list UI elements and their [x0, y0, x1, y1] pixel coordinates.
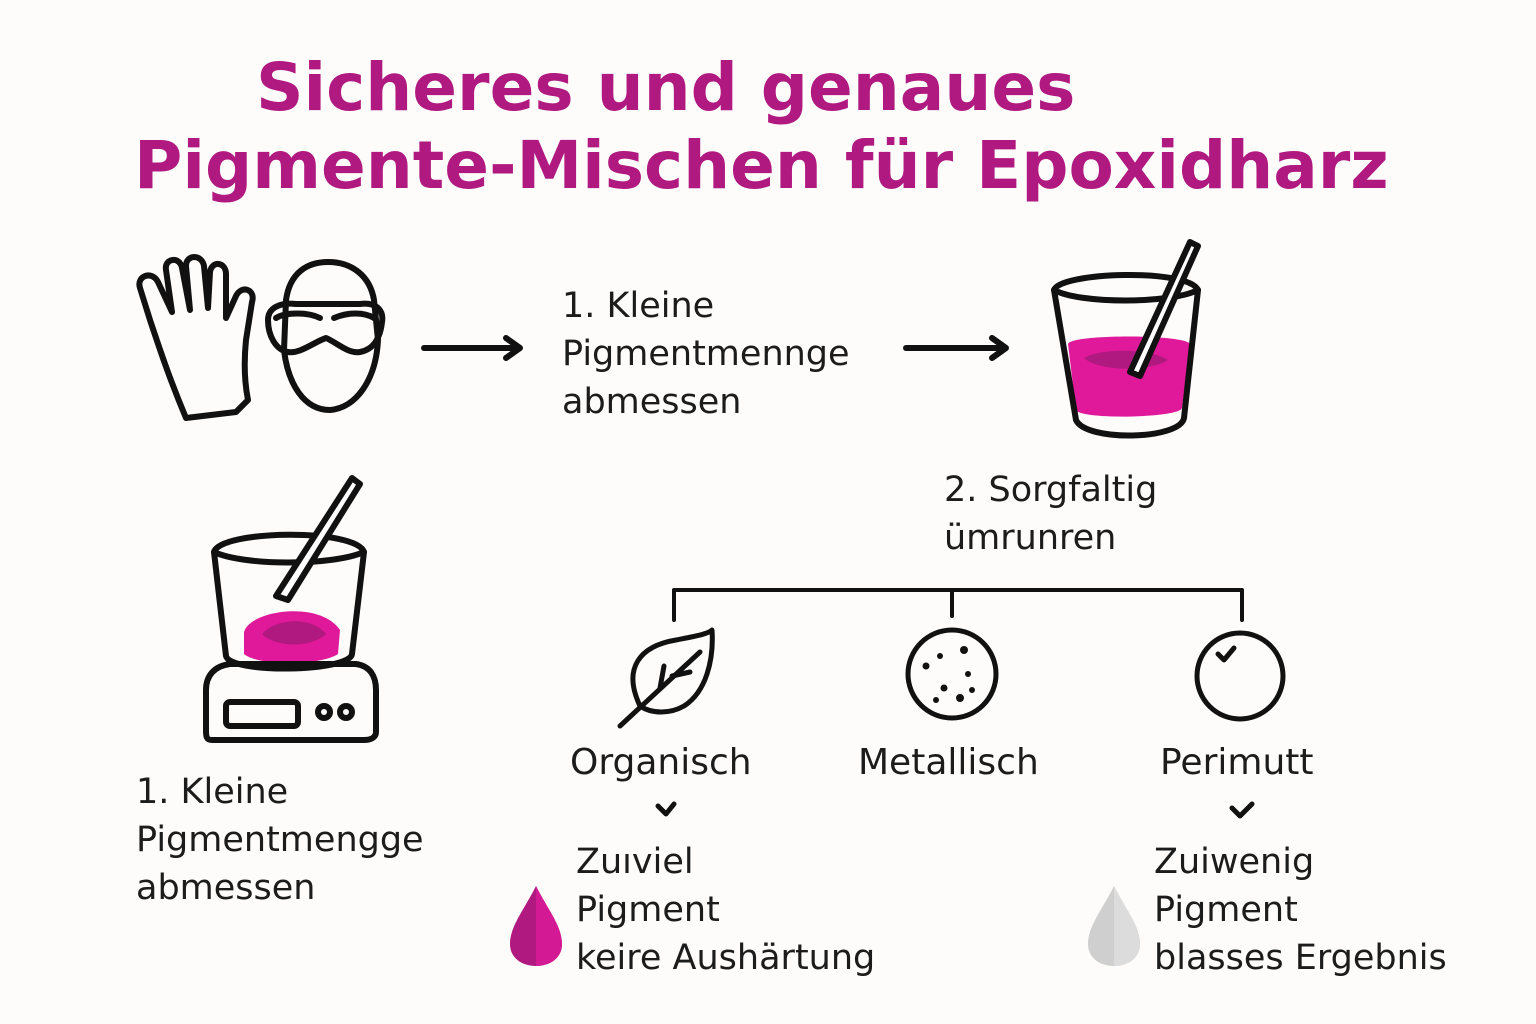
gray-drop-icon: [1088, 886, 1140, 966]
glove-icon: [136, 254, 256, 421]
leaf-icon: [617, 627, 715, 729]
title-line-2: Pigmente-Mischen für Epoxidharz: [134, 127, 1389, 204]
safety-goggles-icon: [265, 259, 386, 413]
magenta-drop-icon: [510, 886, 562, 966]
mixing-cup-icon: [1051, 239, 1201, 439]
category-organic: Organisch: [570, 742, 752, 783]
check-icon-pearl: [1229, 801, 1255, 819]
tree-connector: [672, 588, 1244, 622]
arrow-right-icon: [421, 335, 523, 361]
warning-too-little: Zuiwenig Pigment blasses Ergebnis: [1154, 842, 1447, 978]
arrow-right-icon-2: [903, 335, 1009, 361]
step1-top-text: 1. Kleine Pigmentmennge abmessen: [562, 286, 850, 422]
scale-with-cup-icon: [203, 475, 379, 743]
pearl-circle-icon: [1194, 630, 1286, 722]
speckled-circle-icon: [905, 627, 999, 721]
step1-bottom-text: 1. Kleine Pigmentmengge abmessen: [136, 772, 424, 908]
check-icon-organic: [655, 801, 677, 817]
warning-too-much: Zuıviel Pigment keire Aushärtung: [576, 842, 876, 978]
step2-text: 2. Sorgfaltig ümrunren: [944, 470, 1158, 558]
title-line-1: Sicheres und genaues: [256, 49, 1076, 126]
category-metallic: Metallisch: [858, 742, 1039, 783]
category-pearl: Perimutt: [1160, 742, 1314, 783]
